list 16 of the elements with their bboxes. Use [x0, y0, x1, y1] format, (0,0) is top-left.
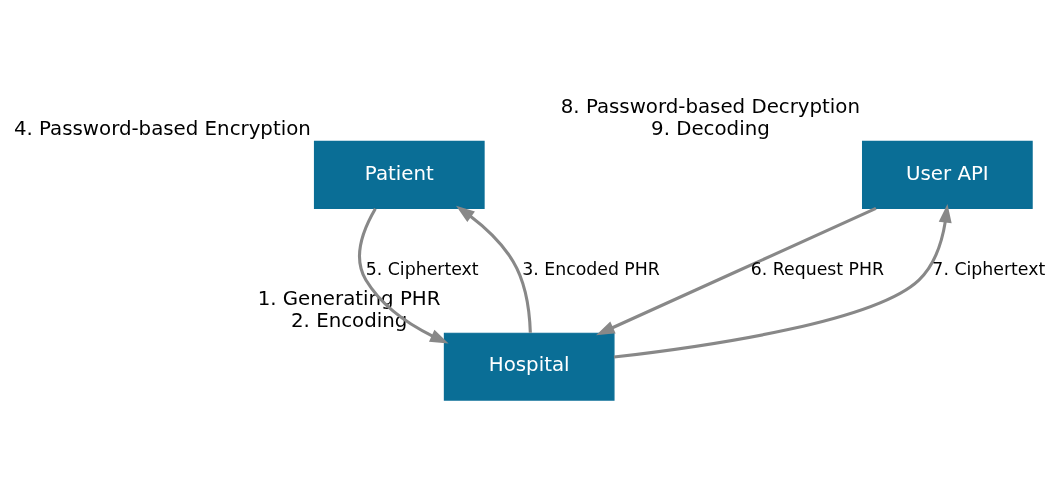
- edge-label: 6. Request PHR: [750, 258, 885, 279]
- edge-label: 7. Ciphertext: [932, 258, 1046, 279]
- node-label: 9. Decoding: [651, 116, 770, 140]
- node-label: 1. Generating PHR: [257, 286, 441, 310]
- arrow: [613, 203, 952, 359]
- edge-label: 3. Encoded PHR: [522, 258, 660, 279]
- node-box: Patient: [313, 140, 485, 209]
- node-box: User API: [862, 140, 1033, 209]
- node-label: 4. Password-based Encryption: [13, 116, 311, 140]
- node-label: 8. Password-based Decryption: [560, 94, 860, 118]
- arrow: [358, 207, 449, 343]
- node-box: Hospital: [443, 332, 615, 401]
- edge-label: 5. Ciphertext: [365, 258, 479, 279]
- arrow: [596, 206, 877, 335]
- node-label: 2. Encoding: [291, 308, 408, 332]
- arrow: [456, 205, 532, 333]
